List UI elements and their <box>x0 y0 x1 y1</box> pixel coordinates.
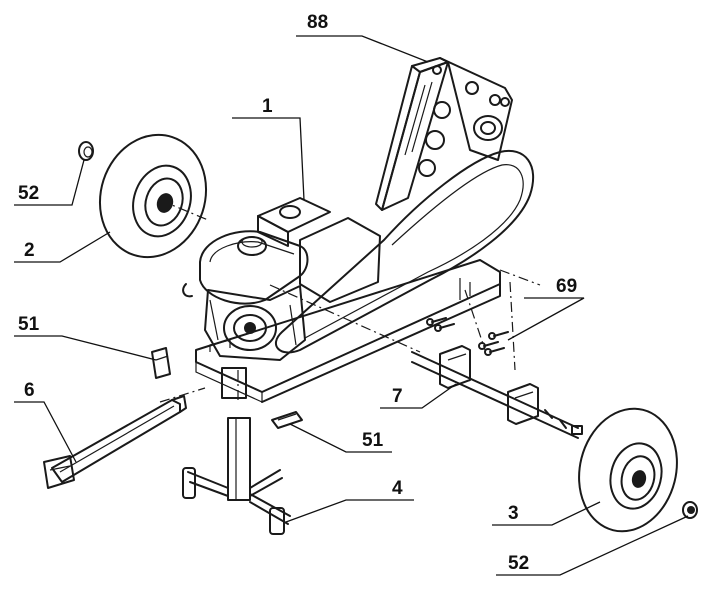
handle-icon <box>43 395 187 489</box>
label-52-left: 52 <box>18 183 39 204</box>
label-69: 69 <box>556 276 577 297</box>
label-52-right: 52 <box>508 553 529 574</box>
engine-icon <box>182 197 381 361</box>
bracket-lower <box>271 411 303 429</box>
label-3: 3 <box>508 503 519 524</box>
bolt-set <box>426 317 509 356</box>
part-labels: 88 1 52 2 51 6 69 7 51 4 3 52 <box>18 12 577 574</box>
leader-lines <box>14 35 689 576</box>
stand-icon <box>182 367 291 535</box>
label-51-right: 51 <box>362 430 384 451</box>
tire-icon <box>98 133 208 259</box>
label-2: 2 <box>24 240 35 261</box>
pump-mast-assembly <box>375 57 513 211</box>
bracket-upper <box>151 347 171 379</box>
frame-icon <box>195 259 501 403</box>
label-51-left: 51 <box>18 314 40 335</box>
axle-assembly <box>411 345 583 439</box>
hub-cap-right <box>682 501 698 519</box>
label-1: 1 <box>262 96 273 117</box>
label-6: 6 <box>24 380 35 401</box>
belt-guard <box>275 149 535 354</box>
tire-icon <box>578 407 678 533</box>
label-4: 4 <box>392 478 403 499</box>
hub-cap-left <box>78 141 94 161</box>
label-88: 88 <box>307 12 328 33</box>
label-7: 7 <box>392 386 403 407</box>
